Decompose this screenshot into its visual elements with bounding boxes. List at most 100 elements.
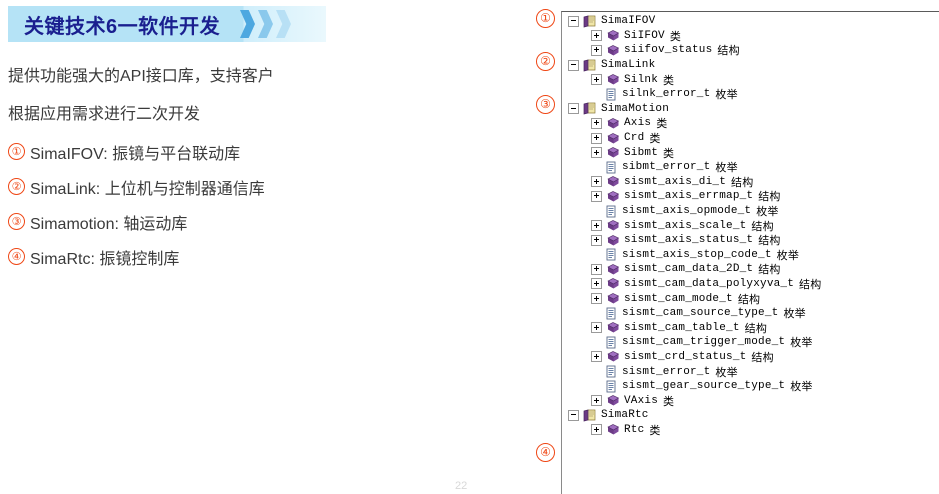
namespace-book-icon xyxy=(583,15,597,28)
circled-number-marker: ④ xyxy=(536,443,555,462)
expander-spacer xyxy=(591,382,600,391)
expand-plus-icon[interactable] xyxy=(591,278,602,290)
tree-item-kind: 类 xyxy=(656,118,668,131)
expand-plus-icon[interactable] xyxy=(591,424,602,436)
class-book-icon xyxy=(606,132,620,145)
expand-plus-icon[interactable] xyxy=(591,234,602,246)
tree-item[interactable]: sismt_axis_status_t 结构 xyxy=(566,233,939,248)
expand-plus-icon[interactable] xyxy=(591,351,602,363)
tree-item[interactable]: sismt_cam_data_polyxyva_t 结构 xyxy=(566,277,939,292)
expand-plus-icon[interactable] xyxy=(591,44,602,56)
expand-plus-icon[interactable] xyxy=(591,263,602,275)
tree-item-name: sismt_axis_status_t xyxy=(624,234,754,247)
tree-item-kind: 类 xyxy=(663,147,675,160)
expand-plus-icon[interactable] xyxy=(591,117,602,129)
expand-plus-icon[interactable] xyxy=(591,322,602,334)
expand-plus-icon[interactable] xyxy=(591,176,602,188)
class-book-icon xyxy=(606,190,620,203)
tree-item-kind: 枚举 xyxy=(715,162,738,175)
tree-item-name: sismt_gear_source_type_t xyxy=(622,380,786,393)
expand-plus-icon[interactable] xyxy=(591,220,602,232)
expand-plus-icon[interactable] xyxy=(591,30,602,42)
tree-item-kind: 枚举 xyxy=(783,308,806,321)
expander-spacer xyxy=(591,250,600,259)
class-book-icon xyxy=(606,394,620,407)
tree-item[interactable]: sismt_gear_source_type_t 枚举 xyxy=(566,379,939,394)
tree-item[interactable]: sibmt_error_t 枚举 xyxy=(566,160,939,175)
expand-plus-icon[interactable] xyxy=(591,395,602,407)
tree-item-kind: 枚举 xyxy=(790,381,813,394)
tree-item-name: sismt_axis_errmap_t xyxy=(624,190,754,203)
tree-item-name: sismt_axis_opmode_t xyxy=(622,205,752,218)
collapse-minus-icon[interactable] xyxy=(568,409,579,421)
circled-number-marker: ② xyxy=(536,52,555,71)
expander-spacer xyxy=(591,309,600,318)
tree-item-name: sibmt_error_t xyxy=(622,161,711,174)
collapse-minus-icon[interactable] xyxy=(568,103,579,115)
tree-item-name: VAxis xyxy=(624,394,659,407)
tree-item-name: sismt_cam_data_polyxyva_t xyxy=(624,277,795,290)
tree-item-kind: 结构 xyxy=(758,235,781,248)
collapse-minus-icon[interactable] xyxy=(568,59,579,71)
tree-item-kind: 结构 xyxy=(799,278,822,291)
tree-item-kind: 结构 xyxy=(717,45,740,58)
expand-plus-icon[interactable] xyxy=(591,190,602,202)
class-book-icon xyxy=(606,321,620,334)
tree-item-kind: 类 xyxy=(669,30,682,43)
class-book-icon xyxy=(606,29,620,42)
tree-item-name: siifov_status xyxy=(624,44,713,57)
class-book-icon xyxy=(606,263,620,276)
class-book-icon xyxy=(606,234,620,247)
tree-item[interactable]: SimaRtc xyxy=(566,408,939,423)
tree-item-kind: 结构 xyxy=(751,220,774,233)
enum-page-icon xyxy=(604,248,618,261)
tree-item-name: sismt_axis_stop_code_t xyxy=(622,248,772,261)
expand-plus-icon[interactable] xyxy=(591,147,602,159)
slide-left-content: 关键技术6一软件开发 提供功能强大的API接口库，支持客户 根据应用需求进行二次… xyxy=(8,6,326,268)
tree-item-kind: 类 xyxy=(649,133,661,146)
collapse-minus-icon[interactable] xyxy=(568,15,579,27)
expander-spacer xyxy=(591,338,600,347)
page-title: 关键技术6一软件开发 xyxy=(24,15,221,38)
tree-item[interactable]: SiIFOV 类 xyxy=(566,29,939,44)
tree-item[interactable]: SimaLink xyxy=(566,58,939,73)
tree-item[interactable]: siifov_status 结构 xyxy=(566,43,939,58)
class-book-icon xyxy=(606,292,620,305)
tree-item-kind: 枚举 xyxy=(790,337,813,350)
circled-number-marker: ④ xyxy=(8,248,25,265)
list-item-label: SimaIFOV: 振镜与平台联动库 xyxy=(30,146,241,163)
tree-item[interactable]: SimaIFOV xyxy=(566,14,939,29)
tree-item-name: SimaLink xyxy=(601,59,656,72)
tree-item[interactable]: SimaMotion xyxy=(566,102,939,117)
enum-page-icon xyxy=(604,205,618,218)
page-number: 22 xyxy=(455,480,468,492)
tree-item-name: SiIFOV xyxy=(624,29,665,42)
list-item-label: SimaRtc: 振镜控制库 xyxy=(30,251,180,268)
tree-item-name: silnk_error_t xyxy=(622,88,711,101)
enum-page-icon xyxy=(604,365,618,378)
expand-plus-icon[interactable] xyxy=(591,74,602,86)
expand-plus-icon[interactable] xyxy=(591,293,602,305)
tree-item-kind: 类 xyxy=(649,424,661,437)
expand-plus-icon[interactable] xyxy=(591,132,602,144)
